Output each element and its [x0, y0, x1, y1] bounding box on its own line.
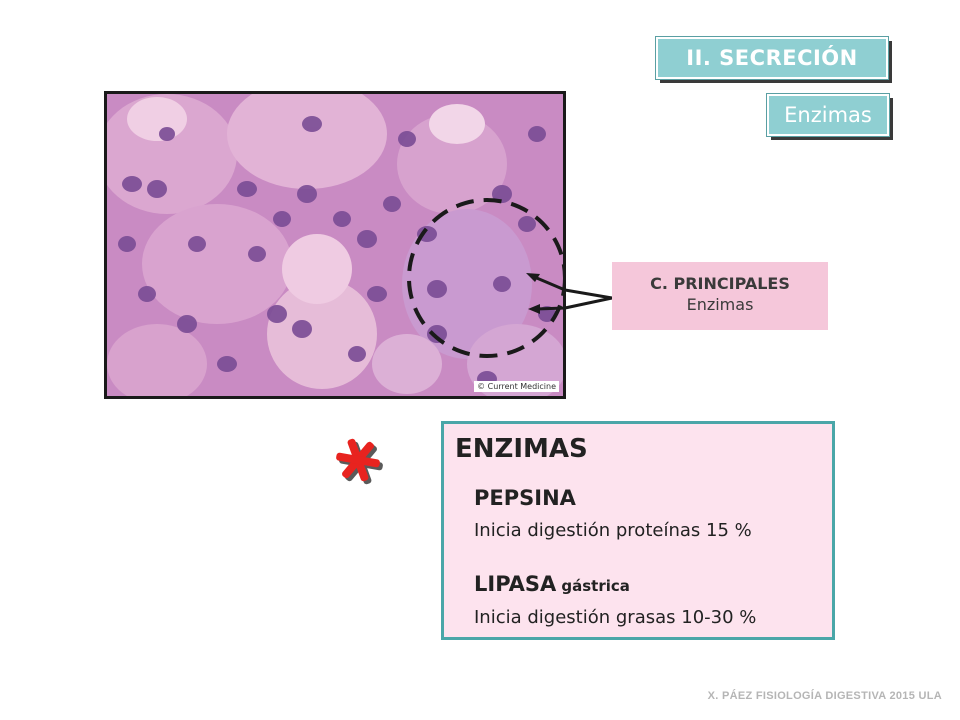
callout-title: C. PRINCIPALES — [650, 274, 790, 293]
enzymes-heading: ENZIMAS — [455, 434, 588, 464]
pepsina-name: PEPSINA — [474, 486, 576, 510]
lipasa-line: LIPASA gástrica — [474, 572, 630, 596]
arrowhead-lower-icon — [528, 304, 540, 314]
arrow-line-lower — [564, 296, 613, 310]
section-title-badge: II. SECRECIÓN — [655, 36, 889, 80]
callout-subtitle: Enzimas — [686, 295, 754, 314]
arrowhead-upper-icon — [526, 273, 540, 282]
chief-cells-callout: C. PRINCIPALES Enzimas — [612, 262, 828, 330]
pepsina-description: Inicia digestión proteínas 15 % — [474, 520, 752, 541]
lipasa-qualifier: gástrica — [561, 577, 630, 595]
pointer-arrows — [526, 273, 613, 314]
footer-credit: X. PÁEZ FISIOLOGÍA DIGESTIVA 2015 ULA — [707, 690, 942, 702]
section-subtitle-badge: Enzimas — [766, 93, 890, 137]
lipasa-description: Inicia digestión grasas 10-30 % — [474, 607, 757, 628]
enzymes-panel: ENZIMAS PEPSINA Inicia digestión proteín… — [441, 421, 835, 640]
arrow-shaft-upper — [531, 274, 566, 292]
micrograph-image — [107, 94, 563, 396]
arrow-shaft-lower — [535, 306, 566, 311]
asterisk-icon — [336, 438, 383, 485]
arrow-line-upper — [564, 288, 613, 300]
lipasa-name: LIPASA — [474, 572, 557, 596]
histology-micrograph: © Current Medicine — [104, 91, 566, 399]
copyright-label: © Current Medicine — [474, 381, 559, 392]
